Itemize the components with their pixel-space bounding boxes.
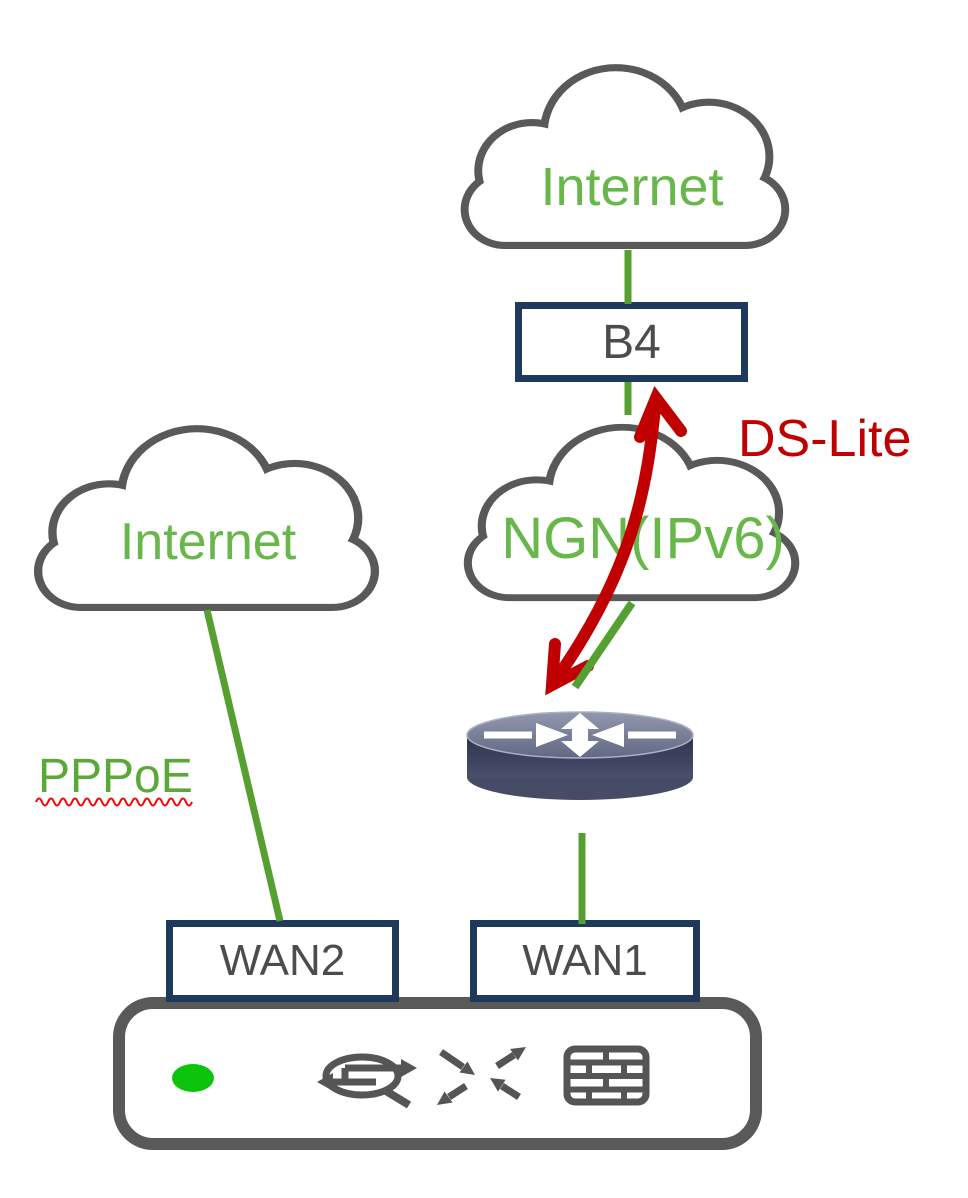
cloud-internet-left — [42, 432, 370, 604]
router-cross-arrows — [484, 713, 676, 757]
cloud-ngn-ipv6 — [472, 431, 791, 595]
wan2-label: WAN2 — [219, 936, 346, 985]
router-icon — [466, 711, 694, 800]
pppoe-label: PPPoE — [38, 750, 193, 803]
ngn-ipv6-label: NGN(IPv6) — [501, 506, 785, 571]
internet-top-label: Internet — [540, 157, 723, 217]
internet-left-label: Internet — [120, 513, 297, 571]
wan1-port-box: WAN1 — [470, 920, 700, 1002]
wan1-label: WAN1 — [522, 936, 648, 985]
pppoe-spellcheck-squiggle — [35, 797, 193, 807]
ds-lite-arrow-shaft — [548, 394, 662, 688]
wan2-port-box: WAN2 — [166, 920, 399, 1002]
ds-lite-tunnel-arrow — [545, 386, 687, 696]
router-device-chassis — [113, 997, 762, 1150]
link-internet-to-wan2 — [203, 609, 284, 922]
ds-lite-label: DS-Lite — [738, 410, 911, 468]
ds-lite-arrow-head-top — [634, 386, 687, 443]
b4-box: B4 — [515, 302, 748, 382]
cloud-internet-top — [469, 71, 782, 242]
b4-label: B4 — [602, 315, 661, 369]
link-ngn-to-router — [571, 600, 636, 690]
ds-lite-arrow-head-bottom — [545, 638, 594, 696]
